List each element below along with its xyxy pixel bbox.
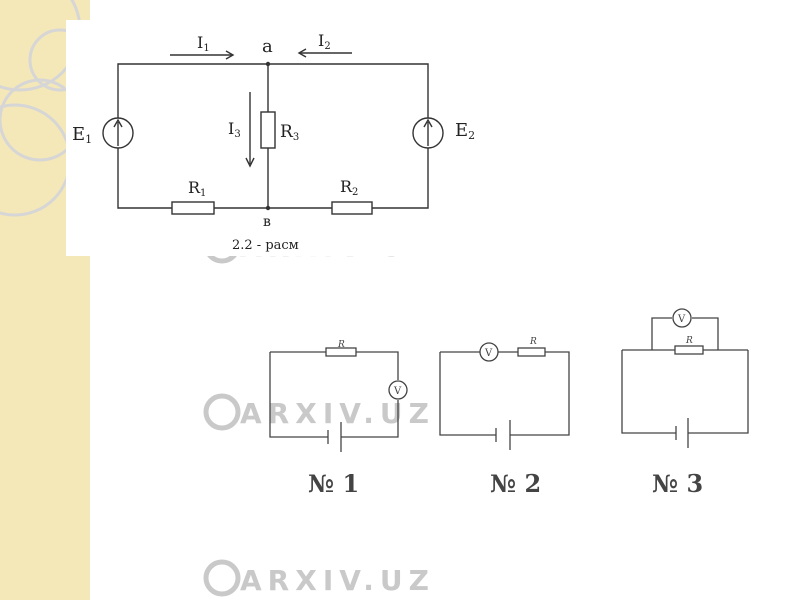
source-e2-arrowhead xyxy=(423,118,433,128)
circuit-1-meter-mark: V xyxy=(393,386,402,397)
circuit-1-left-wire xyxy=(269,352,328,438)
circuit-2-left-wire xyxy=(439,352,496,436)
label-e2: E2 xyxy=(455,120,475,142)
current-i2-arrowhead xyxy=(297,48,307,58)
circuit-1-resistor-mark: R xyxy=(337,340,345,350)
left-bottom-wire xyxy=(117,143,172,209)
current-i1-arrowhead xyxy=(225,50,235,60)
circuit-3-resistor xyxy=(674,345,704,355)
resistor-r3 xyxy=(260,111,276,149)
small-circuit-3 xyxy=(621,308,749,448)
circuit-1-right-wire xyxy=(341,400,399,438)
watermark-4: ARXIV.UZ xyxy=(203,559,435,597)
circuit-2-meter-mark: V xyxy=(484,348,493,359)
label-r2: R2 xyxy=(340,177,358,198)
main-circuit xyxy=(102,48,444,215)
circuit-2-right-wire xyxy=(510,351,570,436)
small-circuit-1 xyxy=(269,347,408,452)
circuit-3-meter-right-wire xyxy=(692,317,719,350)
circuit-2-voltmeter xyxy=(479,342,499,362)
circuit-3-right-wire xyxy=(688,350,749,434)
label-r3: R3 xyxy=(280,122,299,143)
right-bottom-wire xyxy=(372,143,429,209)
resistor-r2 xyxy=(331,201,373,215)
resistor-r1 xyxy=(171,201,215,215)
circuit-3-left-wire xyxy=(621,350,676,434)
circuit-3-resistor-mark: R xyxy=(685,336,693,346)
circuit-1-top-right-wire xyxy=(356,351,399,380)
circuit-3-meter-left-wire xyxy=(651,317,672,350)
circuit-2-label: № 2 xyxy=(490,469,541,498)
circuit-1-label: № 1 xyxy=(308,469,359,498)
circuit-2-resistor-mark: R xyxy=(529,337,537,347)
watermark-3: ARXIV.UZ xyxy=(203,393,435,431)
label-r1: R1 xyxy=(188,178,206,199)
label-i3: I3 xyxy=(228,119,241,140)
circuit-1-resistor xyxy=(325,347,357,357)
small-circuit-2 xyxy=(439,342,570,450)
label-node-b: в xyxy=(263,214,271,230)
label-node-a: a xyxy=(262,36,273,57)
watermark-text: ARXIV.UZ xyxy=(240,397,435,430)
circuit-3-label: № 3 xyxy=(652,469,703,498)
circuit-3-voltmeter xyxy=(672,308,692,328)
top-wire xyxy=(117,63,429,133)
label-i1: I1 xyxy=(197,33,210,54)
watermark-text: ARXIV.UZ xyxy=(240,564,435,597)
label-i2: I2 xyxy=(318,31,331,52)
label-e1: E1 xyxy=(72,124,92,146)
figure-caption: 2.2 - расм xyxy=(232,238,299,253)
node-a xyxy=(265,61,271,67)
source-e1-arrowhead xyxy=(113,118,123,128)
circuit-1-voltmeter xyxy=(388,380,408,400)
circuit-2-resistor xyxy=(517,347,546,357)
circuit-3-meter-mark: V xyxy=(677,314,686,325)
current-i3-arrowhead xyxy=(245,157,255,168)
node-b xyxy=(265,205,271,211)
